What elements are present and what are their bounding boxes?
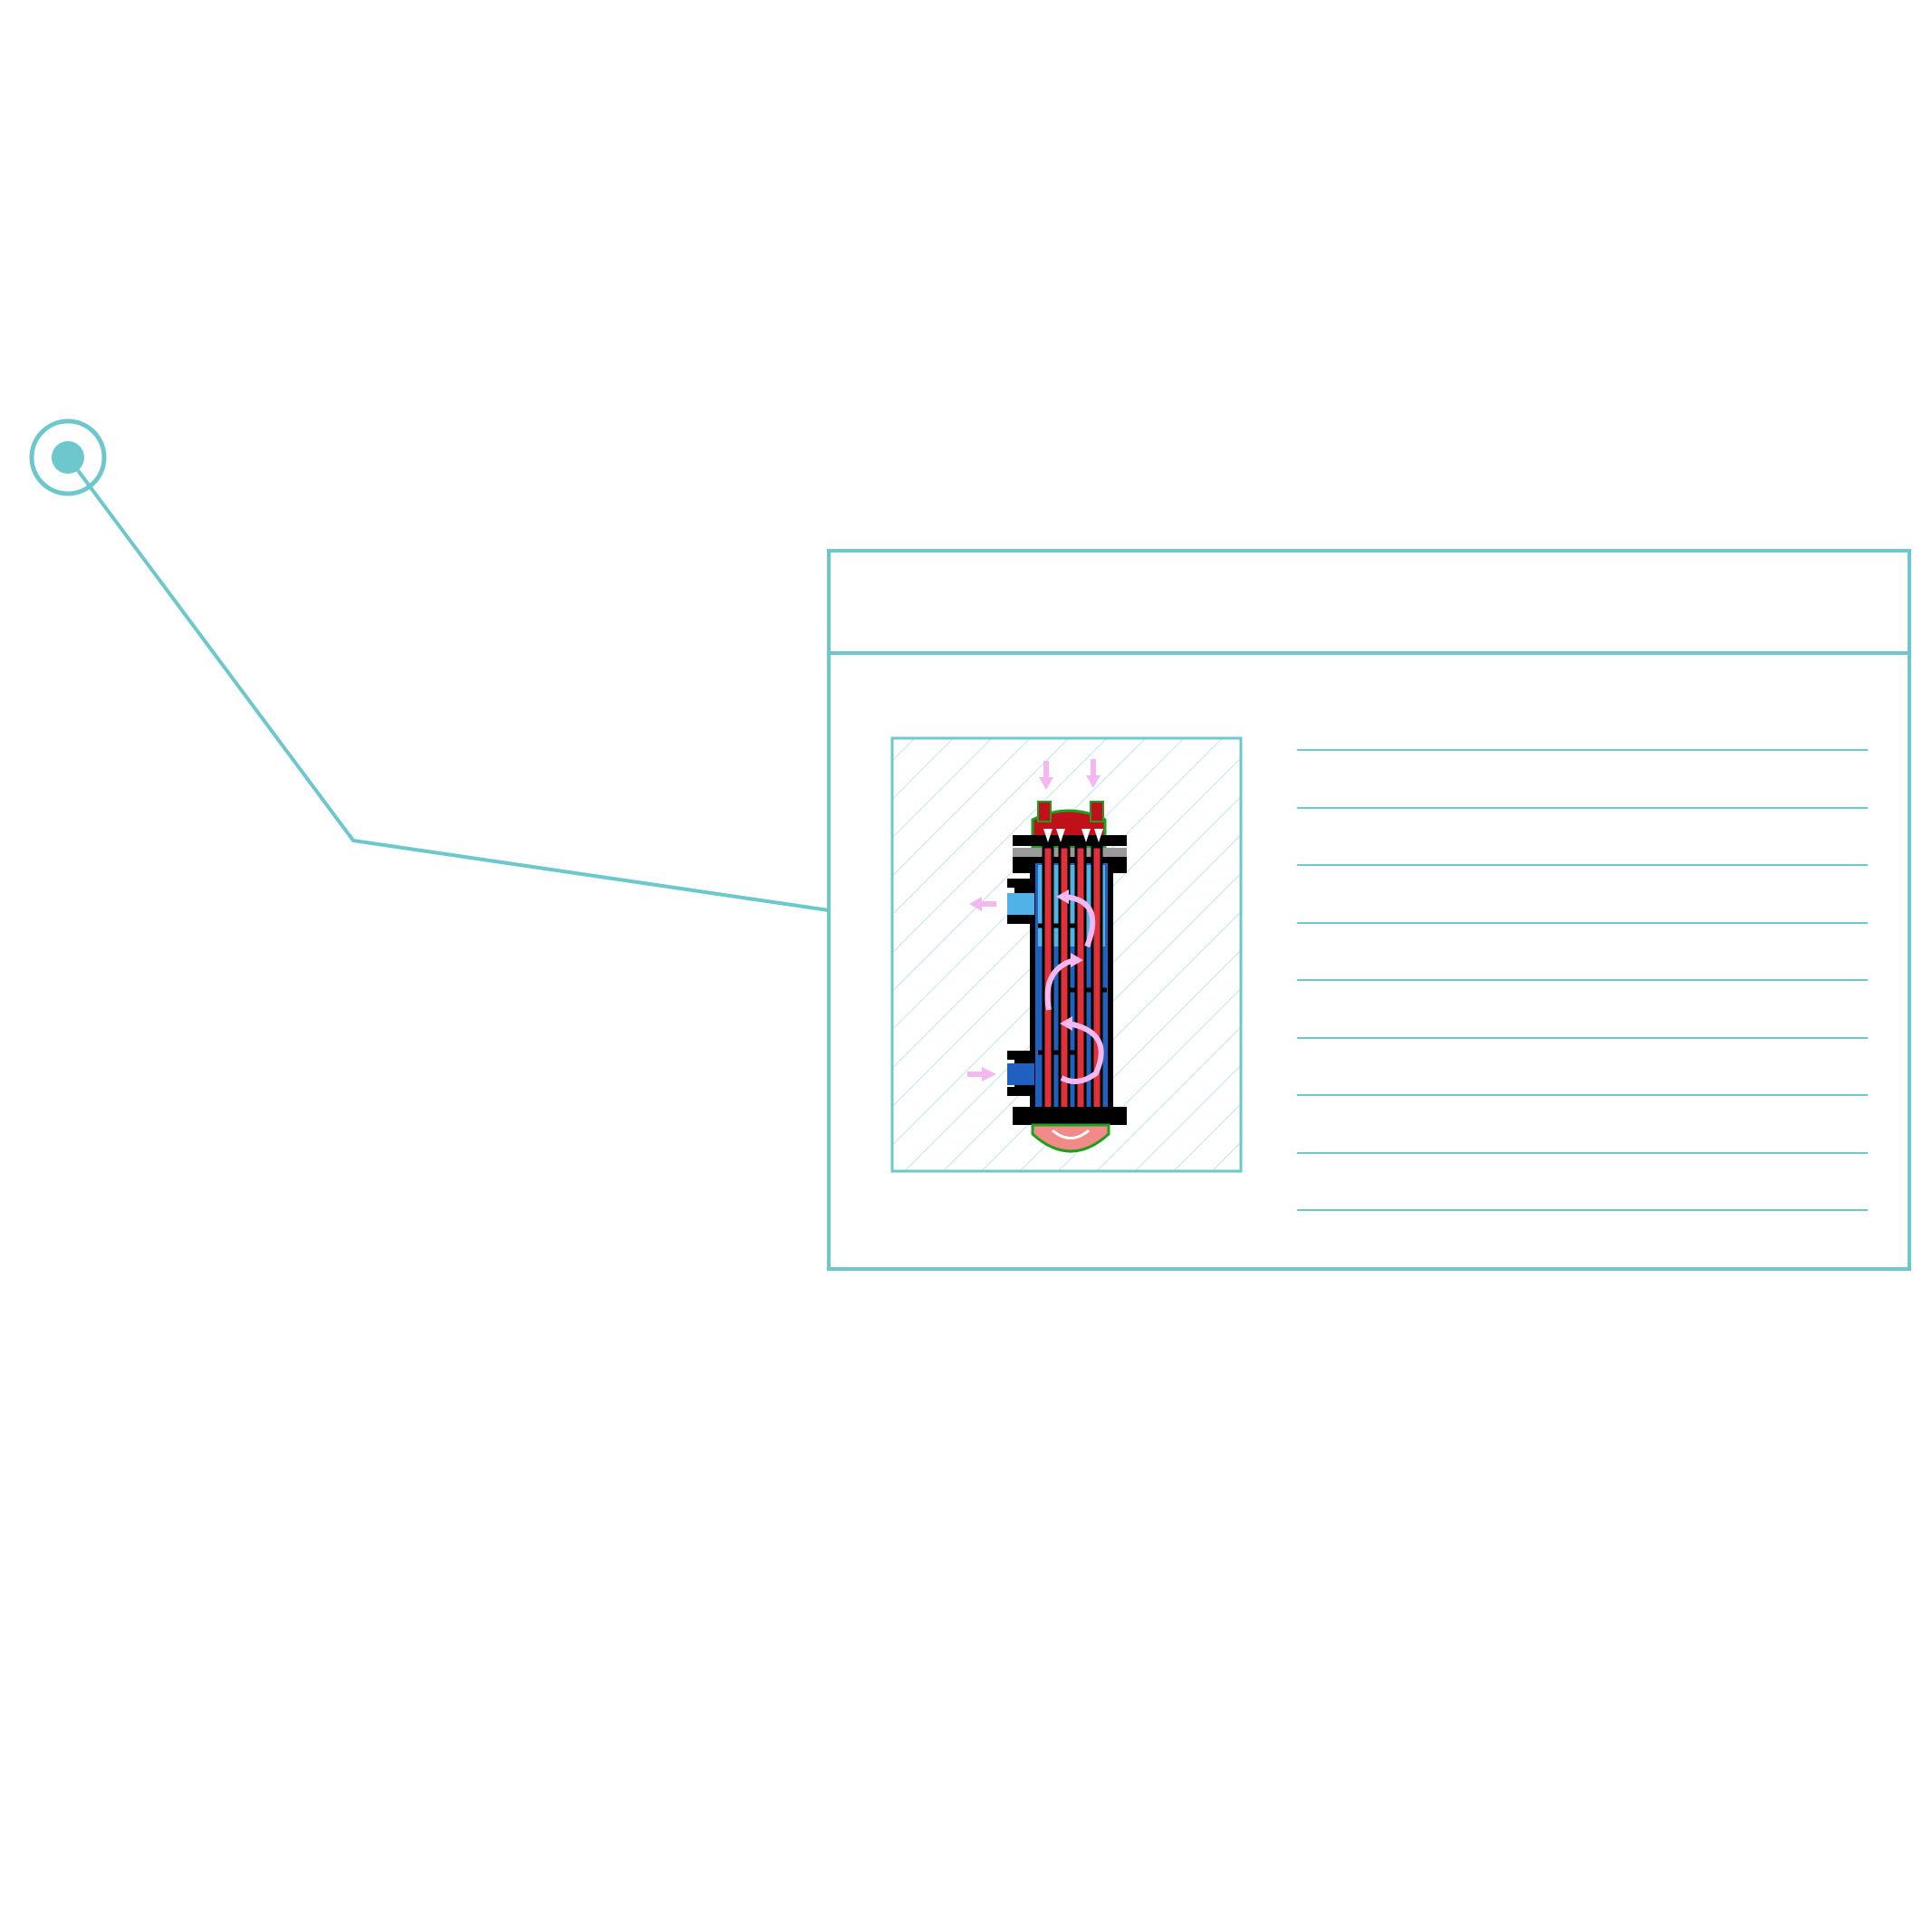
- callout-marker-icon[interactable]: [29, 418, 107, 496]
- callout-leader-line: [75, 467, 830, 912]
- text-lines: [1297, 749, 1868, 1211]
- shell-and-tube-heat-exchanger-icon: [967, 759, 1127, 1153]
